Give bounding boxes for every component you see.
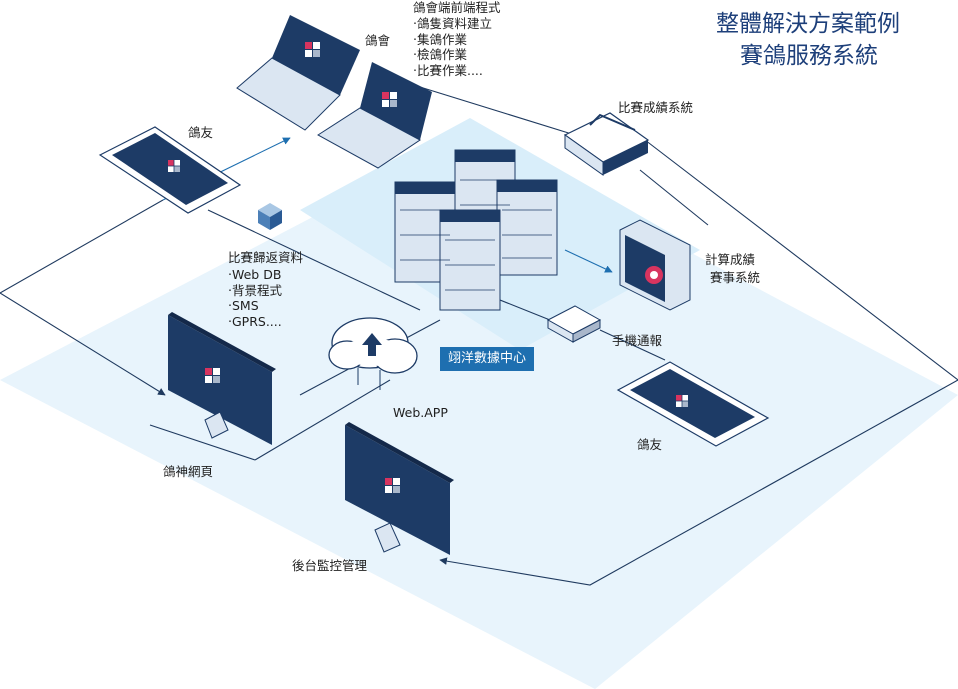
- race-results-label: 比賽成績系統: [618, 100, 694, 115]
- outer-platform: [0, 135, 958, 689]
- diagram-title-line1: 整體解決方案範例: [716, 11, 900, 37]
- diagram-title-line2: 賽鴿服務系統: [740, 43, 878, 69]
- return-data-item: ‧Web DB: [228, 267, 282, 282]
- laptop-icon: [317, 62, 432, 169]
- return-data-item: ‧SMS: [228, 298, 259, 313]
- club-label: 鴿會: [365, 33, 391, 48]
- club-program-item: ‧比賽作業....: [413, 62, 483, 78]
- calc-results-label-line2: 賽事系統: [710, 270, 761, 285]
- monitor-icon: [168, 312, 276, 445]
- right-loop-line: [439, 139, 958, 586]
- fancier-bottom-label: 鴿友: [637, 437, 663, 452]
- datacenter-badge: 翊洋數據中心: [440, 347, 535, 371]
- main-loop-line: [0, 199, 166, 396]
- tablet-icon: [98, 126, 242, 214]
- club-program-item: ‧集鴿作業: [413, 31, 467, 47]
- notification-box-icon: [546, 305, 602, 343]
- data-cube-icon: [258, 203, 282, 230]
- timing-clock-icon: [619, 219, 691, 311]
- phone-notify-label: 手機通報: [612, 333, 663, 348]
- return-data-list: ‧Web DB ‧背景程式 ‧SMS ‧GPRS....: [228, 267, 282, 329]
- laptop-icon: [236, 15, 360, 131]
- club-program-list: ‧鴿隻資料建立 ‧集鴿作業 ‧檢鴿作業 ‧比賽作業....: [413, 16, 492, 78]
- tablet-icon: [616, 361, 770, 447]
- return-data-title: 比賽歸返資料: [228, 250, 304, 265]
- club-program-item: ‧檢鴿作業: [413, 47, 467, 62]
- server-cluster-icon: [394, 149, 558, 311]
- webapp-label: Web.APP: [393, 405, 448, 420]
- race-results-device-icon: [563, 112, 650, 176]
- calc-results-label-line1: 計算成績: [705, 252, 756, 267]
- return-data-item: ‧GPRS....: [228, 313, 282, 329]
- cloud-icon: [328, 317, 418, 390]
- backend-monitor-label: 後台監控管理: [292, 558, 368, 573]
- pigeon-web-label: 鴿神網頁: [163, 464, 214, 479]
- return-data-item: ‧背景程式: [228, 282, 282, 298]
- fancier-top-label: 鴿友: [188, 125, 214, 140]
- club-program-title: 鴿會端前端程式: [413, 0, 501, 15]
- club-program-item: ‧鴿隻資料建立: [413, 16, 492, 31]
- monitor-icon: [345, 422, 454, 555]
